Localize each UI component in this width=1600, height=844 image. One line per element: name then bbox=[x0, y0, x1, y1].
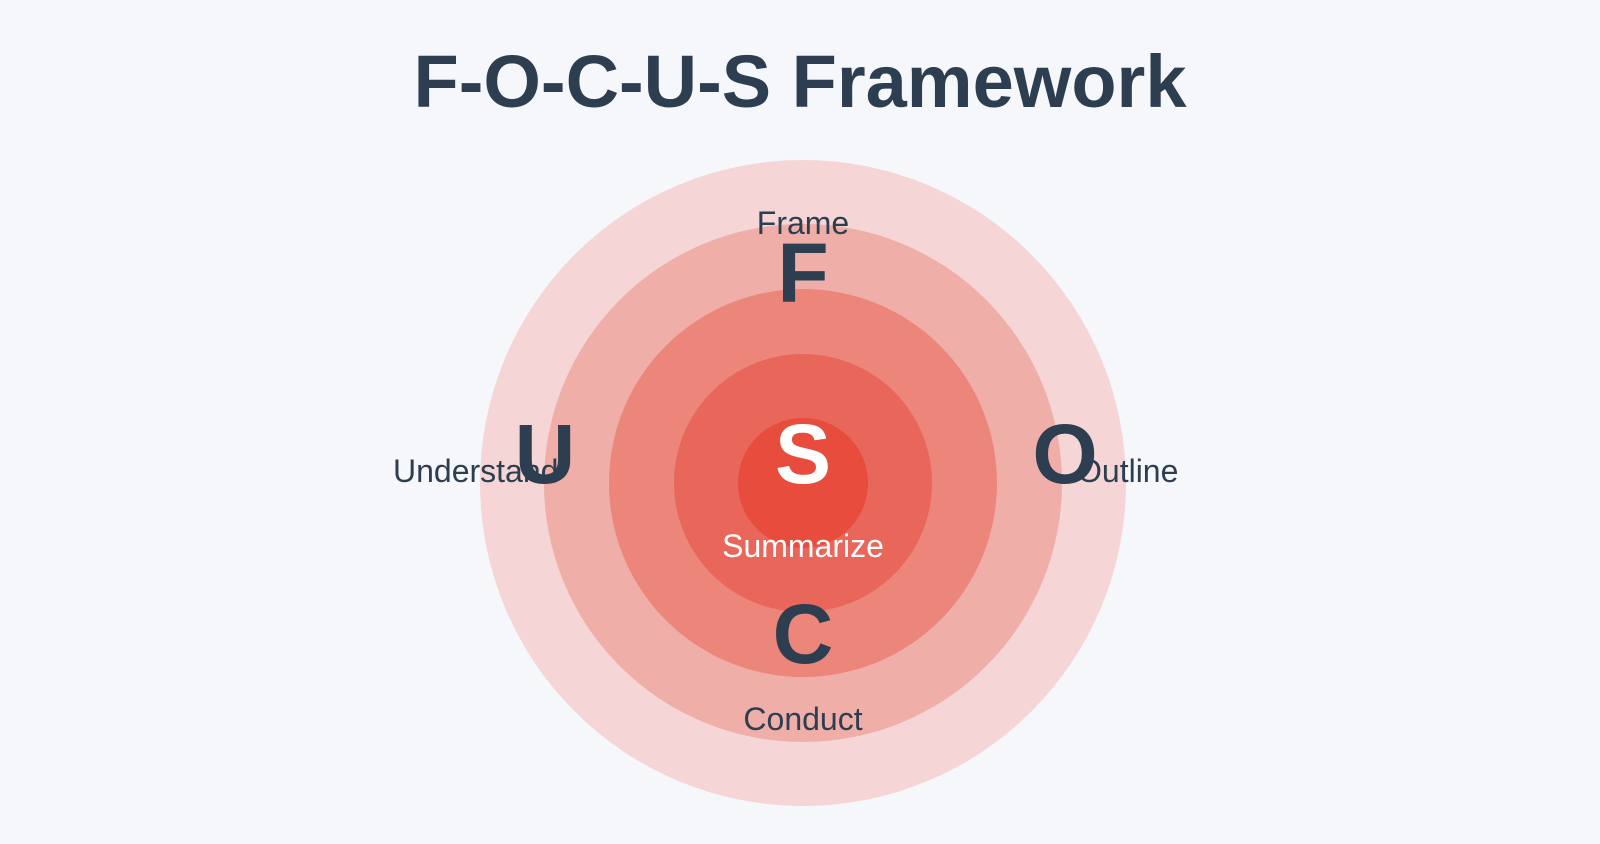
step-label-frame: Frame bbox=[757, 205, 849, 241]
step-letter-u: U bbox=[515, 407, 576, 501]
step-letter-o: O bbox=[1032, 407, 1097, 501]
step-label-understand: Understand bbox=[393, 453, 558, 489]
step-letter-c: C bbox=[773, 587, 834, 681]
step-letter-f: F bbox=[777, 226, 828, 320]
page-title: F-O-C-U-S Framework bbox=[413, 40, 1187, 123]
step-letter-s: S bbox=[775, 407, 831, 501]
step-label-outline: Outline bbox=[1077, 453, 1178, 489]
ring-center bbox=[738, 418, 868, 548]
step-label-conduct: Conduct bbox=[743, 701, 862, 737]
step-label-summarize: Summarize bbox=[722, 528, 884, 564]
